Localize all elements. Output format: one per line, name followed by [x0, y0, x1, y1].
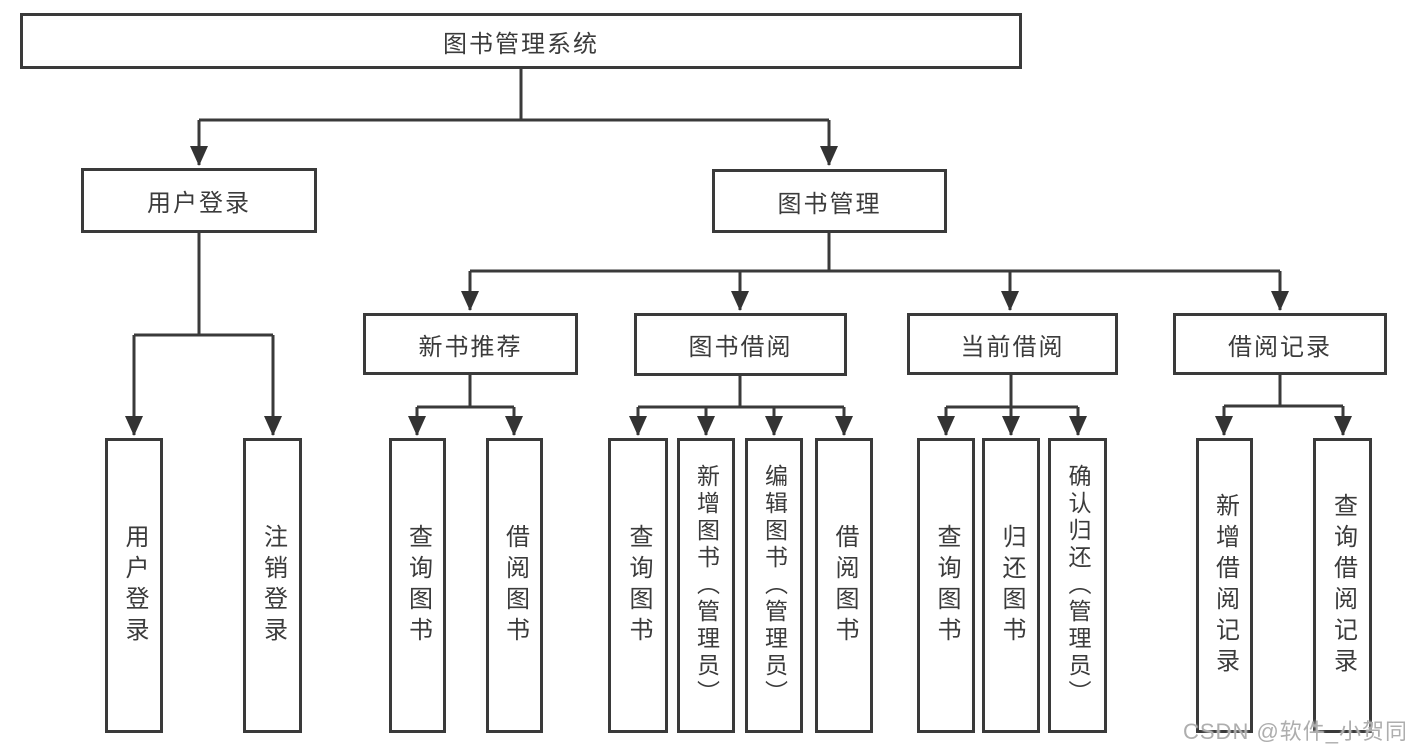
- node-user-login-label: 用户登录: [147, 190, 251, 217]
- leaf-query-borrow-record: 查询借阅记录: [1313, 438, 1372, 733]
- node-current-borrow-label: 当前借阅: [960, 333, 1065, 361]
- node-book-management: 图书管理: [712, 169, 947, 233]
- node-user-login: 用户登录: [81, 168, 317, 233]
- leaf-borrow-books-1: 借阅图书: [486, 438, 543, 733]
- connector-book-management-trunk: [470, 233, 1280, 273]
- leaf-query-books-1: 查询图书: [389, 438, 446, 733]
- leaf-query-books-3: 查询图书: [917, 438, 975, 733]
- connector-user-login-trunk: [134, 233, 273, 337]
- leaf-query-books-2: 查询图书: [608, 438, 668, 733]
- leaf-logout-label: 注销登录: [259, 523, 287, 648]
- leaf-query-borrow-record-label: 查询借阅记录: [1329, 492, 1357, 679]
- connector-book-borrow-trunk: [638, 376, 844, 409]
- leaf-user-login-label: 用户登录: [121, 523, 148, 648]
- node-borrow-record: 借阅记录: [1173, 313, 1387, 375]
- csdn-watermark: CSDN @软件_小贺同学: [1183, 719, 1405, 744]
- leaf-add-book-admin: 新增图书（管理员）: [677, 438, 735, 733]
- connector-borrow-record-trunk: [1224, 375, 1343, 408]
- leaf-logout: 注销登录: [243, 438, 302, 733]
- connector-current-borrow-trunk: [946, 375, 1078, 409]
- leaf-confirm-return-admin: 确认归还（管理员）: [1048, 438, 1107, 733]
- connector-new-book-trunk: [417, 375, 514, 409]
- leaf-return-book: 归还图书: [982, 438, 1040, 733]
- leaf-user-login: 用户登录: [105, 438, 163, 733]
- leaf-confirm-return-admin-label: 确认归还（管理员）: [1065, 464, 1091, 707]
- leaf-edit-book-admin-label: 编辑图书（管理员）: [761, 464, 788, 707]
- leaf-borrow-books-2: 借阅图书: [815, 438, 873, 733]
- node-root: 图书管理系统: [20, 13, 1022, 69]
- leaf-borrow-books-1-label: 借阅图书: [501, 523, 529, 648]
- leaf-query-books-2-label: 查询图书: [625, 523, 652, 648]
- leaf-add-book-admin-label: 新增图书（管理员）: [693, 464, 720, 707]
- node-book-management-label: 图书管理: [777, 190, 882, 218]
- leaf-add-borrow-record: 新增借阅记录: [1196, 438, 1253, 733]
- node-new-book-recommend: 新书推荐: [363, 313, 578, 375]
- node-root-label: 图书管理系统: [443, 30, 599, 58]
- leaf-query-books-3-label: 查询图书: [933, 523, 960, 648]
- leaf-return-book-label: 归还图书: [998, 523, 1025, 648]
- node-book-borrow: 图书借阅: [634, 313, 847, 376]
- connector-root-trunk: [199, 69, 829, 122]
- node-new-book-recommend-label: 新书推荐: [418, 333, 523, 361]
- leaf-edit-book-admin: 编辑图书（管理员）: [745, 438, 803, 733]
- leaf-add-borrow-record-label: 新增借阅记录: [1211, 492, 1239, 679]
- leaf-borrow-books-2-label: 借阅图书: [831, 523, 858, 648]
- leaf-query-books-1-label: 查询图书: [404, 523, 432, 648]
- node-current-borrow: 当前借阅: [907, 313, 1118, 375]
- node-borrow-record-label: 借阅记录: [1228, 333, 1332, 361]
- node-book-borrow-label: 图书借阅: [688, 334, 793, 361]
